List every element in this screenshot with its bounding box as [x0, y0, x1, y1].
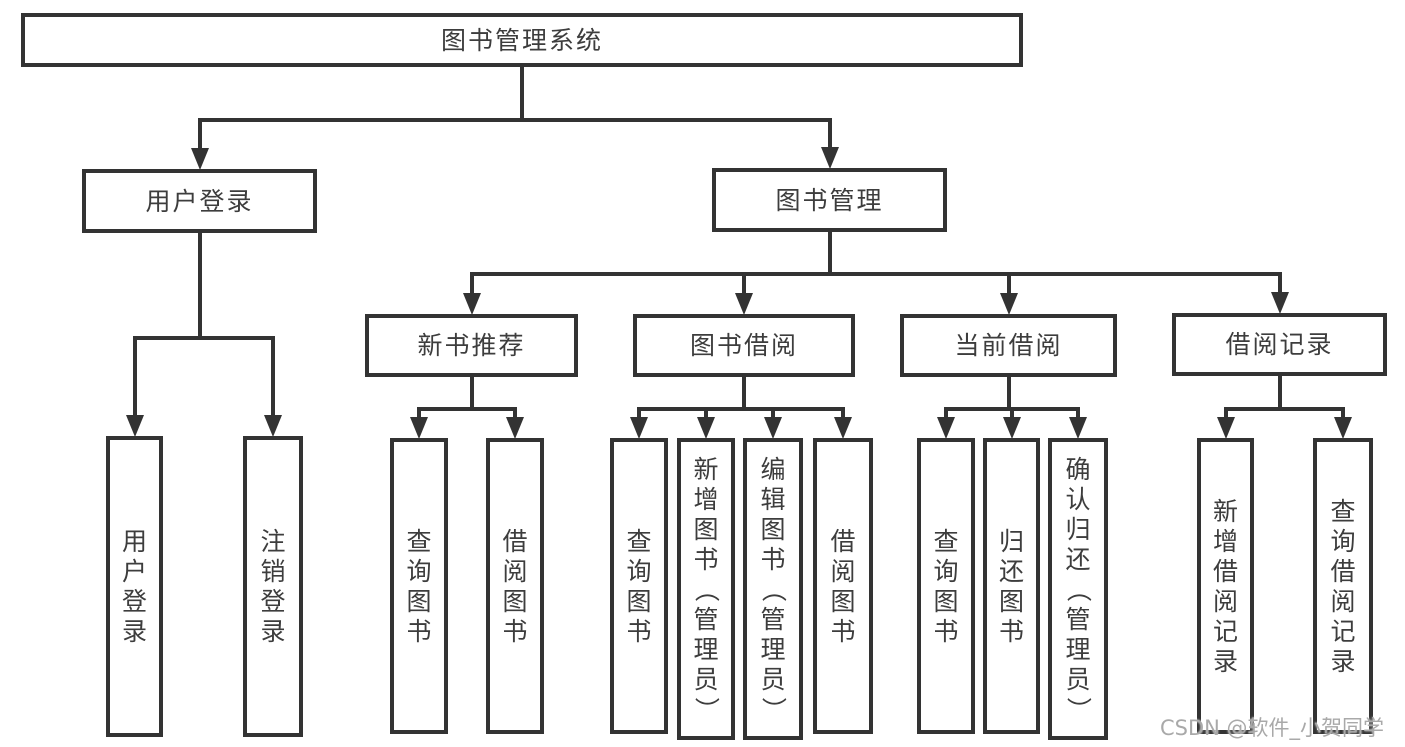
connector-stem-book-mgmt: [827, 118, 832, 148]
connector-stem-v-user-login: [132, 336, 137, 416]
node-label-root: 图书管理系统: [440, 25, 603, 55]
arrow-down-icon-v-borrow-book-1: [506, 417, 524, 439]
node-root: 图书管理系统: [21, 13, 1023, 67]
node-label-v-logout: 注销登录: [260, 527, 286, 646]
node-label-v-edit-book: 编辑图书（管理员）: [758, 454, 788, 722]
connector-bus-root: [197, 118, 832, 122]
node-label-v-query-book-3: 查询图书: [933, 526, 959, 646]
node-borrow-records: 借阅记录: [1172, 313, 1387, 376]
connector-bus-book-mgmt: [469, 272, 1282, 276]
node-book-mgmt: 图书管理: [712, 168, 947, 232]
watermark: CSDN @软件_小贺同学: [1160, 716, 1385, 740]
node-label-v-add-borrow-record: 新增借阅记录: [1213, 496, 1239, 676]
node-label-borrow-records: 借阅记录: [1225, 330, 1334, 359]
node-book-borrow: 图书借阅: [633, 314, 855, 377]
arrow-down-icon-book-mgmt: [820, 147, 839, 169]
arrow-down-icon-v-logout: [264, 415, 282, 437]
arrow-down-icon-v-query-book-2: [630, 417, 648, 439]
node-label-v-borrow-book-2: 借阅图书: [830, 526, 856, 646]
node-label-v-user-login: 用户登录: [122, 527, 148, 646]
node-label-user-login: 用户登录: [145, 186, 254, 216]
connector-stem-book-borrow: [742, 375, 746, 411]
arrow-down-icon-v-add-borrow-record: [1216, 417, 1235, 439]
node-v-query-borrow-record: 查询借阅记录: [1313, 438, 1373, 734]
arrow-down-icon-v-borrow-book-2: [834, 417, 852, 439]
connector-stem-current-borrow: [1006, 272, 1011, 294]
connector-bus-new-book-rec: [417, 407, 517, 411]
connector-stem-user-login: [197, 118, 202, 149]
node-v-add-book: 新增图书（管理员）: [677, 438, 735, 740]
arrow-down-icon-borrow-records: [1270, 292, 1289, 314]
connector-stem-borrow-records: [1277, 374, 1282, 411]
connector-stem-v-add-book: [704, 407, 708, 418]
node-label-current-borrow: 当前借阅: [954, 331, 1063, 360]
node-user-login: 用户登录: [82, 169, 317, 233]
arrow-down-icon-v-add-book: [697, 417, 715, 439]
node-label-v-query-book-1: 查询图书: [406, 526, 432, 646]
connector-stem-user-login: [197, 231, 202, 340]
node-v-user-login: 用户登录: [106, 436, 163, 737]
node-v-edit-book: 编辑图书（管理员）: [743, 438, 803, 740]
arrow-down-icon-new-book-rec: [462, 293, 481, 315]
connector-stem-v-query-book-3: [944, 407, 948, 418]
arrow-down-icon-v-query-book-3: [937, 417, 955, 439]
node-label-v-borrow-book-1: 借阅图书: [502, 526, 528, 646]
connector-stem-current-borrow: [1006, 375, 1011, 411]
connector-stem-root: [520, 65, 524, 122]
arrow-down-icon-current-borrow: [999, 293, 1018, 315]
node-v-logout: 注销登录: [243, 436, 303, 737]
arrow-down-icon-book-borrow: [735, 293, 753, 315]
connector-stem-v-borrow-book-1: [513, 407, 517, 418]
node-label-v-query-borrow-record: 查询借阅记录: [1330, 496, 1356, 676]
node-label-book-borrow: 图书借阅: [689, 331, 798, 360]
arrow-down-icon-v-return-book: [1002, 417, 1021, 439]
connector-stem-v-confirm-return: [1076, 407, 1080, 418]
node-current-borrow: 当前借阅: [900, 314, 1117, 377]
node-label-new-book-rec: 新书推荐: [417, 331, 526, 360]
connector-stem-v-logout: [271, 336, 275, 416]
connector-stem-v-edit-book: [771, 407, 775, 418]
node-label-v-confirm-return: 确认归还（管理员）: [1063, 454, 1093, 722]
arrow-down-icon-v-query-book-1: [410, 417, 428, 439]
node-label-v-query-book-2: 查询图书: [626, 526, 652, 646]
connector-stem-v-query-book-1: [417, 407, 421, 418]
node-v-return-book: 归还图书: [983, 438, 1040, 734]
node-label-v-return-book: 归还图书: [999, 526, 1025, 646]
connector-stem-v-query-borrow-record: [1341, 407, 1345, 418]
connector-stem-new-book-rec: [469, 375, 474, 411]
node-v-query-book-3: 查询图书: [917, 438, 975, 734]
node-label-book-mgmt: 图书管理: [775, 185, 884, 215]
node-v-confirm-return: 确认归还（管理员）: [1048, 438, 1108, 740]
connector-stem-v-borrow-book-2: [841, 407, 845, 418]
arrow-down-icon-v-confirm-return: [1069, 417, 1087, 439]
arrow-down-icon-v-query-borrow-record: [1334, 417, 1352, 439]
connector-stem-v-return-book: [1009, 407, 1014, 418]
connector-stem-v-query-book-2: [637, 407, 641, 418]
node-v-query-book-1: 查询图书: [390, 438, 448, 734]
arrow-down-icon-v-user-login: [125, 415, 144, 437]
connector-bus-user-login: [132, 336, 275, 340]
node-label-v-add-book: 新增图书（管理员）: [691, 454, 721, 722]
connector-bus-book-borrow: [637, 407, 845, 411]
node-v-add-borrow-record: 新增借阅记录: [1197, 438, 1254, 734]
connector-stem-v-add-borrow-record: [1223, 407, 1228, 418]
connector-bus-borrow-records: [1223, 407, 1345, 411]
arrow-down-icon-v-edit-book: [764, 417, 782, 439]
connector-stem-book-mgmt: [827, 230, 832, 276]
node-new-book-rec: 新书推荐: [365, 314, 578, 377]
node-v-query-book-2: 查询图书: [610, 438, 668, 734]
connector-stem-new-book-rec: [469, 272, 474, 294]
node-v-borrow-book-2: 借阅图书: [813, 438, 873, 734]
connector-stem-borrow-records: [1277, 272, 1282, 293]
node-v-borrow-book-1: 借阅图书: [486, 438, 544, 734]
arrow-down-icon-user-login: [190, 148, 209, 170]
connector-stem-book-borrow: [742, 272, 746, 294]
